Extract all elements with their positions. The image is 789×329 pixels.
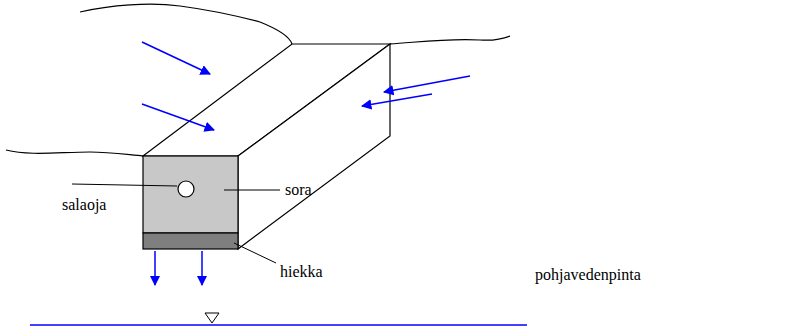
part-label: sora bbox=[285, 181, 312, 199]
part-label: salaoja bbox=[62, 196, 106, 214]
trench-side bbox=[238, 44, 390, 249]
flow-arrow bbox=[384, 76, 470, 92]
ground-line bbox=[390, 36, 510, 44]
level-label: pohjavedenpinta bbox=[535, 266, 641, 284]
sand-layer bbox=[143, 233, 238, 249]
flow-arrow bbox=[142, 42, 210, 74]
gravel-layer bbox=[143, 156, 238, 233]
seepage-arrow bbox=[201, 251, 203, 285]
flow-arrow bbox=[362, 94, 432, 106]
flow-arrow bbox=[142, 104, 214, 130]
part-label: hiekka bbox=[280, 263, 323, 281]
leader-line bbox=[224, 190, 280, 191]
ground-line bbox=[80, 4, 292, 44]
groundwater-line bbox=[30, 324, 527, 326]
leader-line bbox=[234, 243, 276, 263]
seepage-arrow bbox=[154, 251, 156, 285]
drain-pipe bbox=[178, 181, 194, 197]
water-level-symbol bbox=[205, 313, 219, 323]
ground-line bbox=[6, 150, 143, 156]
leader-line bbox=[72, 184, 177, 186]
